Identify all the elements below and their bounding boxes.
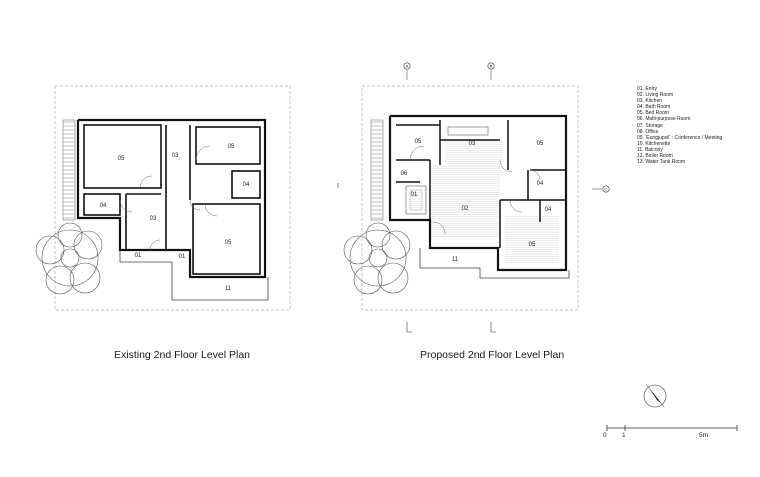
north-arrow-icon	[643, 383, 667, 408]
existing-room-05a: 05	[118, 156, 125, 162]
legend-item: 07. Storage	[637, 122, 663, 129]
existing-room-04a: 04	[100, 203, 107, 209]
legend-item: 13. Water Tank Room	[637, 159, 686, 166]
legend-item: 04. Bath Room	[637, 104, 671, 111]
scale-label-one: 1	[622, 432, 626, 439]
proposed-plan: A B C 05 03 05 06 04 02 04 01 05 11	[337, 62, 610, 333]
proposed-room-05a: 05	[415, 139, 422, 145]
existing-room-01a: 01	[135, 253, 142, 259]
tile-grid	[409, 189, 423, 211]
bath-fixture	[405, 185, 427, 215]
proposed-room-03: 03	[469, 141, 476, 147]
proposed-stair	[370, 119, 384, 221]
existing-plan: 05 03 05 04 04 03 05 01 01 11	[35, 85, 291, 311]
proposed-room-01: 01	[411, 192, 418, 198]
kitchen-floor	[445, 140, 503, 165]
existing-stair	[62, 119, 76, 221]
svg-text:B: B	[490, 64, 493, 69]
proposed-room-05c: 05	[529, 242, 536, 248]
proposed-room-04b: 04	[545, 207, 552, 213]
section-lines	[337, 183, 496, 333]
existing-room-01b: 01	[179, 254, 186, 260]
proposed-room-02: 02	[462, 206, 469, 212]
scale-label-five: 5m	[699, 432, 709, 439]
existing-tree-icon	[35, 222, 103, 295]
legend-item: 10. Kitchenette	[637, 140, 671, 147]
proposed-plan-title: Proposed 2nd Floor Level Plan	[420, 349, 565, 361]
svg-text:C: C	[605, 187, 608, 192]
proposed-room-06: 06	[401, 171, 408, 177]
section-marker-c: C	[592, 185, 610, 193]
proposed-balcony	[419, 248, 570, 279]
legend-item: 01. Entry	[637, 86, 658, 92]
legend-item: 12. Boiler Room	[637, 153, 673, 160]
kitchen-counter	[447, 126, 489, 136]
existing-plan-title: Existing 2nd Floor Level Plan	[114, 349, 250, 361]
living-floor	[431, 165, 500, 237]
scale-bar	[606, 425, 738, 431]
proposed-room-11: 11	[452, 257, 459, 263]
svg-text:A: A	[406, 64, 409, 69]
bedroom-floor	[505, 215, 559, 263]
legend-item: 08. Office	[637, 128, 659, 135]
existing-room-04b: 04	[243, 182, 250, 188]
legend-item: 02. Living Room	[637, 92, 674, 99]
existing-balcony	[119, 250, 269, 301]
existing-room-03a: 03	[172, 153, 179, 159]
existing-room-11: 11	[225, 286, 232, 292]
proposed-room-05b: 05	[537, 141, 544, 147]
legend-item: 03. Kitchen	[637, 98, 663, 105]
scale-label-zero: 0	[603, 432, 607, 439]
legend-item: 06. Multi-purpose Room	[637, 116, 691, 123]
legend-item: 09. 'Eungjupsil' : Conference / Meeting	[637, 134, 723, 141]
proposed-tree-icon	[343, 222, 411, 295]
existing-room-03b: 03	[150, 216, 157, 222]
section-marker-a: A	[403, 62, 411, 80]
section-marker-b: B	[487, 62, 495, 80]
existing-room-05b: 05	[228, 144, 235, 150]
legend-item: 11. Balcony	[637, 146, 663, 153]
proposed-room-04a: 04	[537, 181, 544, 187]
existing-site-boundary	[54, 85, 291, 311]
existing-room-05c: 05	[225, 240, 232, 246]
legend-item: 05. Bed Room	[637, 110, 669, 117]
